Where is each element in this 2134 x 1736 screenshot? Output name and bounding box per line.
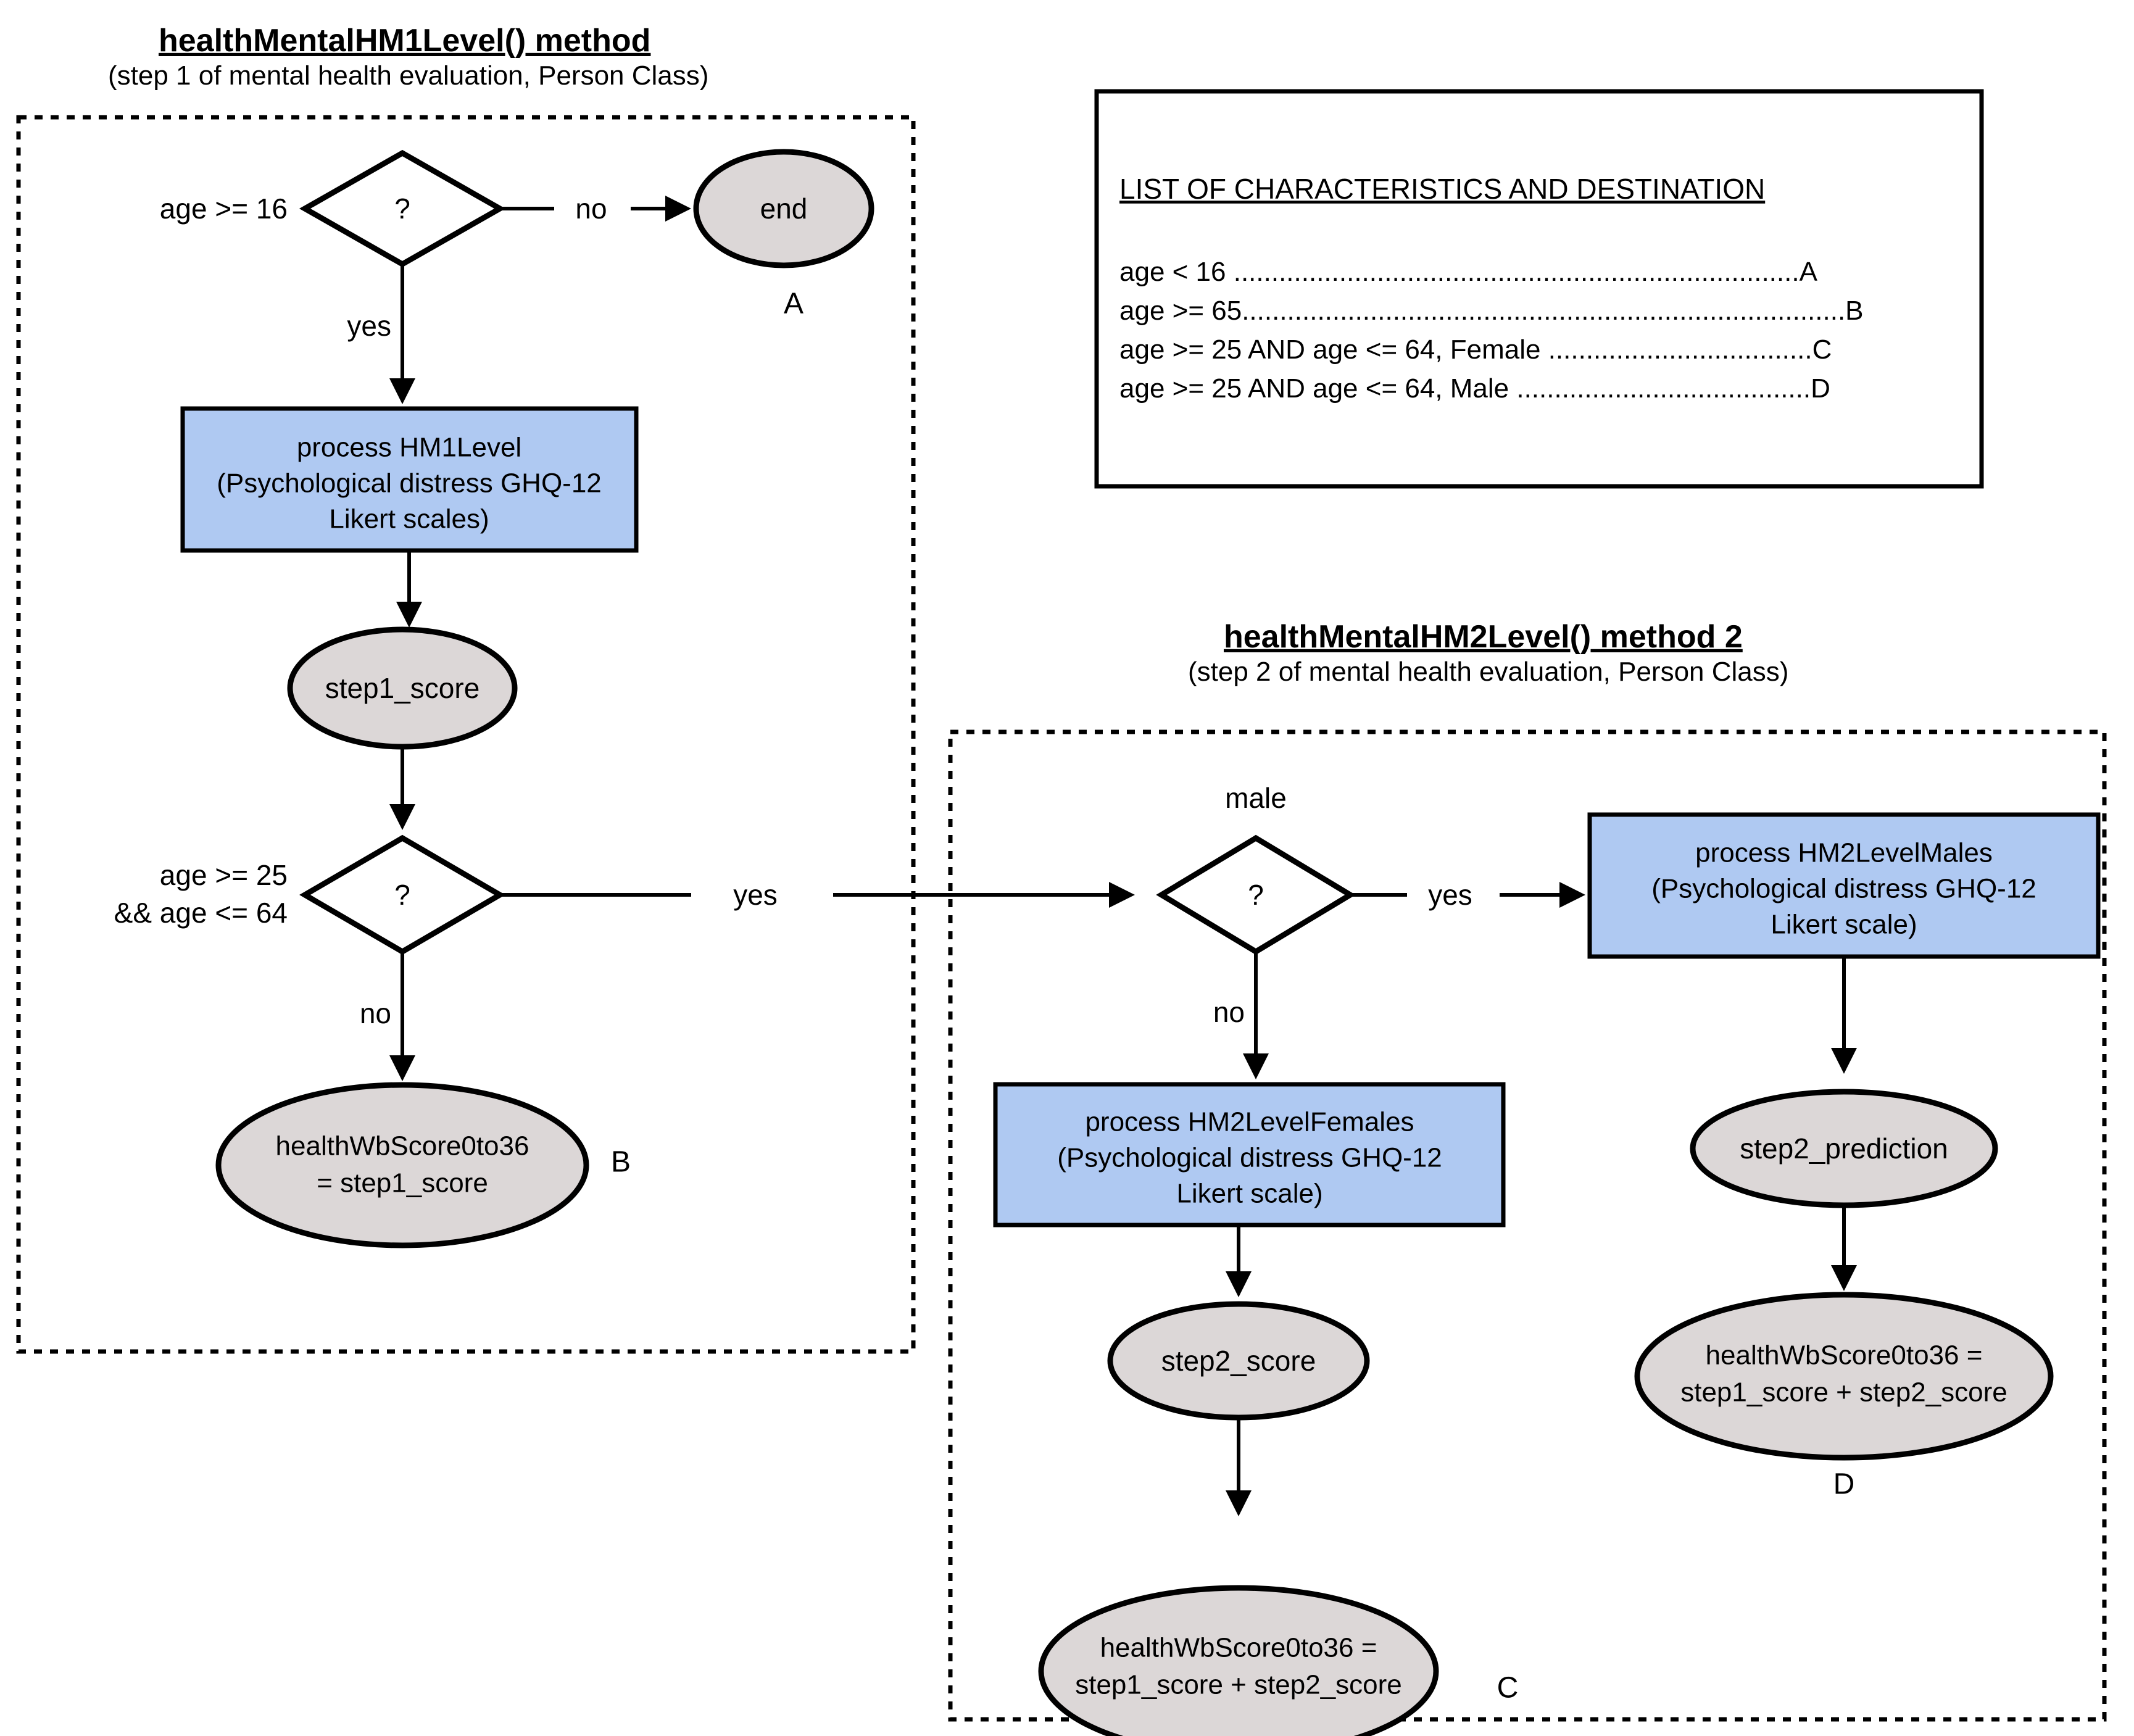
method2-container [948,729,2107,1722]
edge-label-male-no: no [1213,996,1245,1028]
destination-letter-c: C [1497,1672,1519,1705]
edge-label-decision2-no: no [360,997,391,1029]
decision-male-symbol: ? [1248,879,1264,911]
node-result-d-line1: healthWbScore0to36 = [1706,1340,1983,1371]
method1-title: healthMentalHM1Level() method [159,23,650,59]
node-end-label: end [760,193,808,225]
node-result-d-line2: step1_score + step2_score [1680,1377,2007,1408]
legend-row-2-destination: C [1812,334,1832,365]
svg-text:age >= 65.....................: age >= 65...............................… [1119,296,1864,326]
legend-row: age < 16 ...............................… [1119,257,1818,287]
method2-title: healthMentalHM2Level() method 2 [1224,619,1743,655]
node-result-c[interactable] [1038,1585,1439,1736]
node-end[interactable] [693,149,874,268]
process-hm2level-females[interactable] [993,1082,1506,1227]
process-hm1level-line2: (Psychological distress GHQ-12 [217,468,602,499]
node-result-c-line1: healthWbScore0to36 = [1100,1633,1377,1663]
process-hm1level-line1: process HM1Level [297,433,521,463]
legend-row-3-dots: ....................................... [1509,373,1811,404]
decision-male-condition-label: male [1225,782,1287,814]
node-result-b-line1: healthWbScore0to36 [276,1131,529,1161]
legend-row: age >= 25 AND age <= 64, Female ........… [1119,334,1832,365]
process-hm2level-males-line1: process HM2LevelMales [1695,838,1993,868]
decision2-symbol: ? [394,879,410,911]
destination-letter-b: B [611,1146,631,1179]
decision2-condition-line2: && age <= 64 [114,897,288,929]
process-hm2level-females-line2: (Psychological distress GHQ-12 [1057,1143,1442,1173]
legend-row-3-destination: D [1811,373,1830,404]
process-hm1level[interactable] [180,406,639,553]
legend-row: age >= 65...............................… [1119,296,1864,326]
node-result-b[interactable] [215,1082,589,1248]
process-hm2level-females-line3: Likert scale) [1176,1179,1322,1209]
legend-row: age >= 25 AND age <= 64, Male ..........… [1119,373,1830,404]
edge-label-male-yes: yes [1428,879,1472,911]
node-result-c-line2: step1_score + step2_score [1075,1670,1402,1700]
decision2-condition-line1: age >= 25 [160,859,288,891]
legend-row-2-dots: ................................... [1540,334,1812,365]
svg-text:age < 16 .....................: age < 16 ...............................… [1119,257,1818,287]
decision1-condition-label: age >= 16 [160,193,288,225]
legend-row-0-condition: age < 16 [1119,257,1226,287]
node-result-d[interactable] [1634,1292,2054,1461]
decision1-symbol: ? [394,193,410,225]
process-hm2level-males-line2: (Psychological distress GHQ-12 [1651,874,2036,904]
method2-subtitle: (step 2 of mental health evaluation, Per… [1188,657,1788,687]
legend-row-3-condition: age >= 25 AND age <= 64, Male [1119,373,1509,404]
process-hm2level-females-line1: process HM2LevelFemales [1085,1107,1414,1137]
node-step1-score-label: step1_score [325,672,480,704]
legend-row-2-condition: age >= 25 AND age <= 64, Female [1119,334,1540,365]
legend-title: LIST OF CHARACTERISTICS AND DESTINATION [1119,173,1765,205]
legend-row-1-condition: age >= 65 [1119,296,1242,326]
edge-label-decision2-yes: yes [733,879,778,911]
legend-row-0-destination: A [1800,257,1818,287]
method1-container [16,115,916,1354]
legend-box [1094,89,1984,489]
method1-subtitle: (step 1 of mental health evaluation, Per… [108,60,708,91]
node-result-b-line2: = step1_score [317,1168,488,1198]
edge-label-decision1-no: no [575,193,607,225]
process-hm2level-males-line3: Likert scale) [1771,910,1917,940]
legend-row-1-dots: ........................................… [1242,296,1845,326]
node-step2-prediction-label: step2_prediction [1740,1132,1948,1165]
node-step2-score-label: step2_score [1161,1345,1316,1377]
edge-label-decision1-yes: yes [347,310,391,342]
svg-text:age >= 25 AND age <= 64, Male: age >= 25 AND age <= 64, Male ..........… [1119,373,1830,404]
process-hm1level-line3: Likert scales) [329,504,489,534]
destination-letter-d: D [1833,1468,1855,1501]
svg-text:age >= 25 AND age <= 64, Femal: age >= 25 AND age <= 64, Female ........… [1119,334,1832,365]
destination-letter-a: A [784,288,803,320]
legend-row-1-destination: B [1845,296,1863,326]
legend-row-0-dots: ........................................… [1226,257,1800,287]
